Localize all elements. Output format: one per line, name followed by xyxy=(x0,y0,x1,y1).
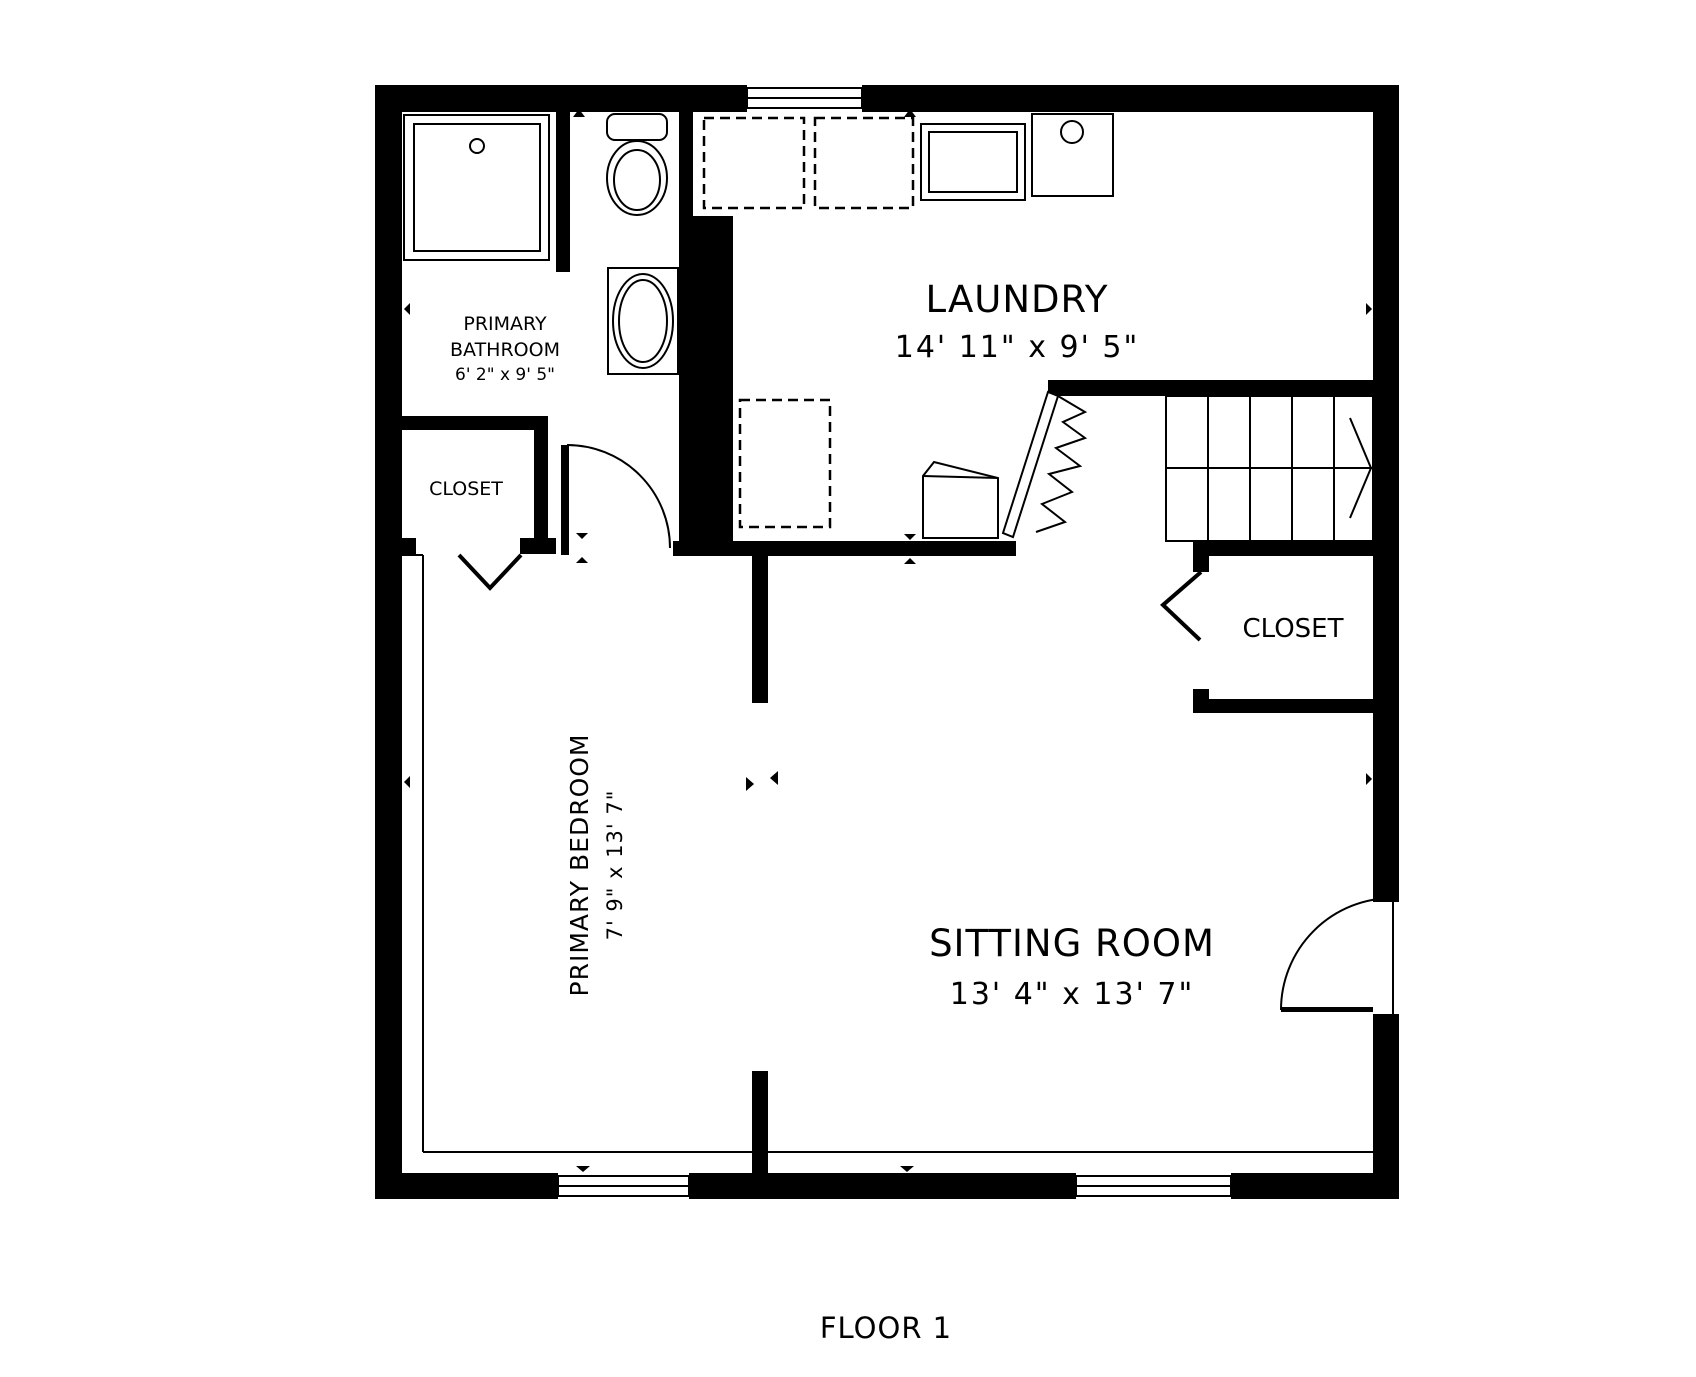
shower-icon xyxy=(403,114,550,261)
exterior-door-icon xyxy=(1280,897,1394,1014)
wall-left xyxy=(375,85,402,1199)
wall-closet-front-right xyxy=(520,538,556,554)
wall-top-right xyxy=(862,85,1399,112)
windows xyxy=(557,87,1232,1197)
staircase-icon xyxy=(1165,395,1374,542)
primary-bedroom-name: PRIMARY BEDROOM xyxy=(565,734,594,997)
wall-stair-top xyxy=(1048,380,1375,396)
primary-bathroom-dimensions: 6' 2" x 9' 5" xyxy=(455,365,555,385)
interior-walls xyxy=(402,110,1375,1175)
laundry-dimensions: 14' 11" x 9' 5" xyxy=(895,330,1140,365)
water-heater-icon xyxy=(1031,113,1114,197)
primary-bathroom-name-line2: BATHROOM xyxy=(450,339,560,361)
laundry-name: LAUNDRY xyxy=(926,278,1109,321)
wall-closet-right-bottom xyxy=(1193,699,1373,713)
dryer-outline xyxy=(813,116,915,210)
wall-closet-east xyxy=(534,416,548,541)
floor-label: FLOOR 1 xyxy=(820,1311,952,1345)
wall-right-lower xyxy=(1373,1014,1399,1199)
angled-stair-icon xyxy=(1001,390,1088,539)
wall-bottom-1 xyxy=(375,1173,558,1199)
closet-right-door-icon xyxy=(1160,570,1203,642)
room-labels: LAUNDRY 14' 11" x 9' 5" PRIMARY BATHROOM… xyxy=(429,278,1344,1012)
wall-shower-toilet xyxy=(556,110,570,272)
window-top xyxy=(746,87,863,109)
wall-laundry-south xyxy=(673,541,1016,556)
wall-bottom-2 xyxy=(689,1173,1076,1199)
exterior-walls xyxy=(375,85,1399,1199)
storage-outline xyxy=(738,398,832,529)
toilet-icon xyxy=(606,113,668,216)
window-bottom-right xyxy=(1075,1175,1232,1197)
wall-laundry-west xyxy=(693,216,733,555)
wall-closet-right-jamb-top xyxy=(1193,541,1209,572)
primary-bathroom-name-line1: PRIMARY xyxy=(463,313,547,335)
wall-partition-bottom xyxy=(752,1071,768,1175)
wall-markers xyxy=(404,109,1372,1172)
wall-stair-south xyxy=(1193,541,1373,556)
wall-bath-closet xyxy=(402,416,548,430)
wall-bath-door-jamb xyxy=(561,445,569,555)
trim-lines xyxy=(402,554,1373,1153)
window-bottom-left xyxy=(557,1175,690,1197)
closet-right-name: CLOSET xyxy=(1243,614,1344,644)
laundry-sink-icon xyxy=(920,123,1026,201)
doors xyxy=(457,444,1394,1014)
wall-bath-laundry xyxy=(679,110,693,555)
laundry-fixtures xyxy=(702,113,1114,539)
washer-outline xyxy=(702,116,806,210)
wall-right-upper xyxy=(1373,85,1399,902)
sitting-room-dimensions: 13' 4" x 13' 7" xyxy=(950,977,1195,1012)
box-icon xyxy=(922,460,999,539)
wall-partition-top xyxy=(752,554,768,703)
primary-bedroom-dimensions: 7' 9" x 13' 7" xyxy=(603,790,627,941)
wall-bottom-3 xyxy=(1231,1173,1399,1199)
sitting-room-name: SITTING ROOM xyxy=(929,922,1215,965)
bathroom-door-icon xyxy=(566,444,671,549)
closet-left-door-icon xyxy=(457,553,523,591)
bathroom-fixtures xyxy=(403,113,679,375)
wall-top-left xyxy=(375,85,747,112)
wall-closet-front-left xyxy=(402,538,416,554)
sink-icon xyxy=(607,267,679,375)
closet-left-name: CLOSET xyxy=(429,478,503,500)
